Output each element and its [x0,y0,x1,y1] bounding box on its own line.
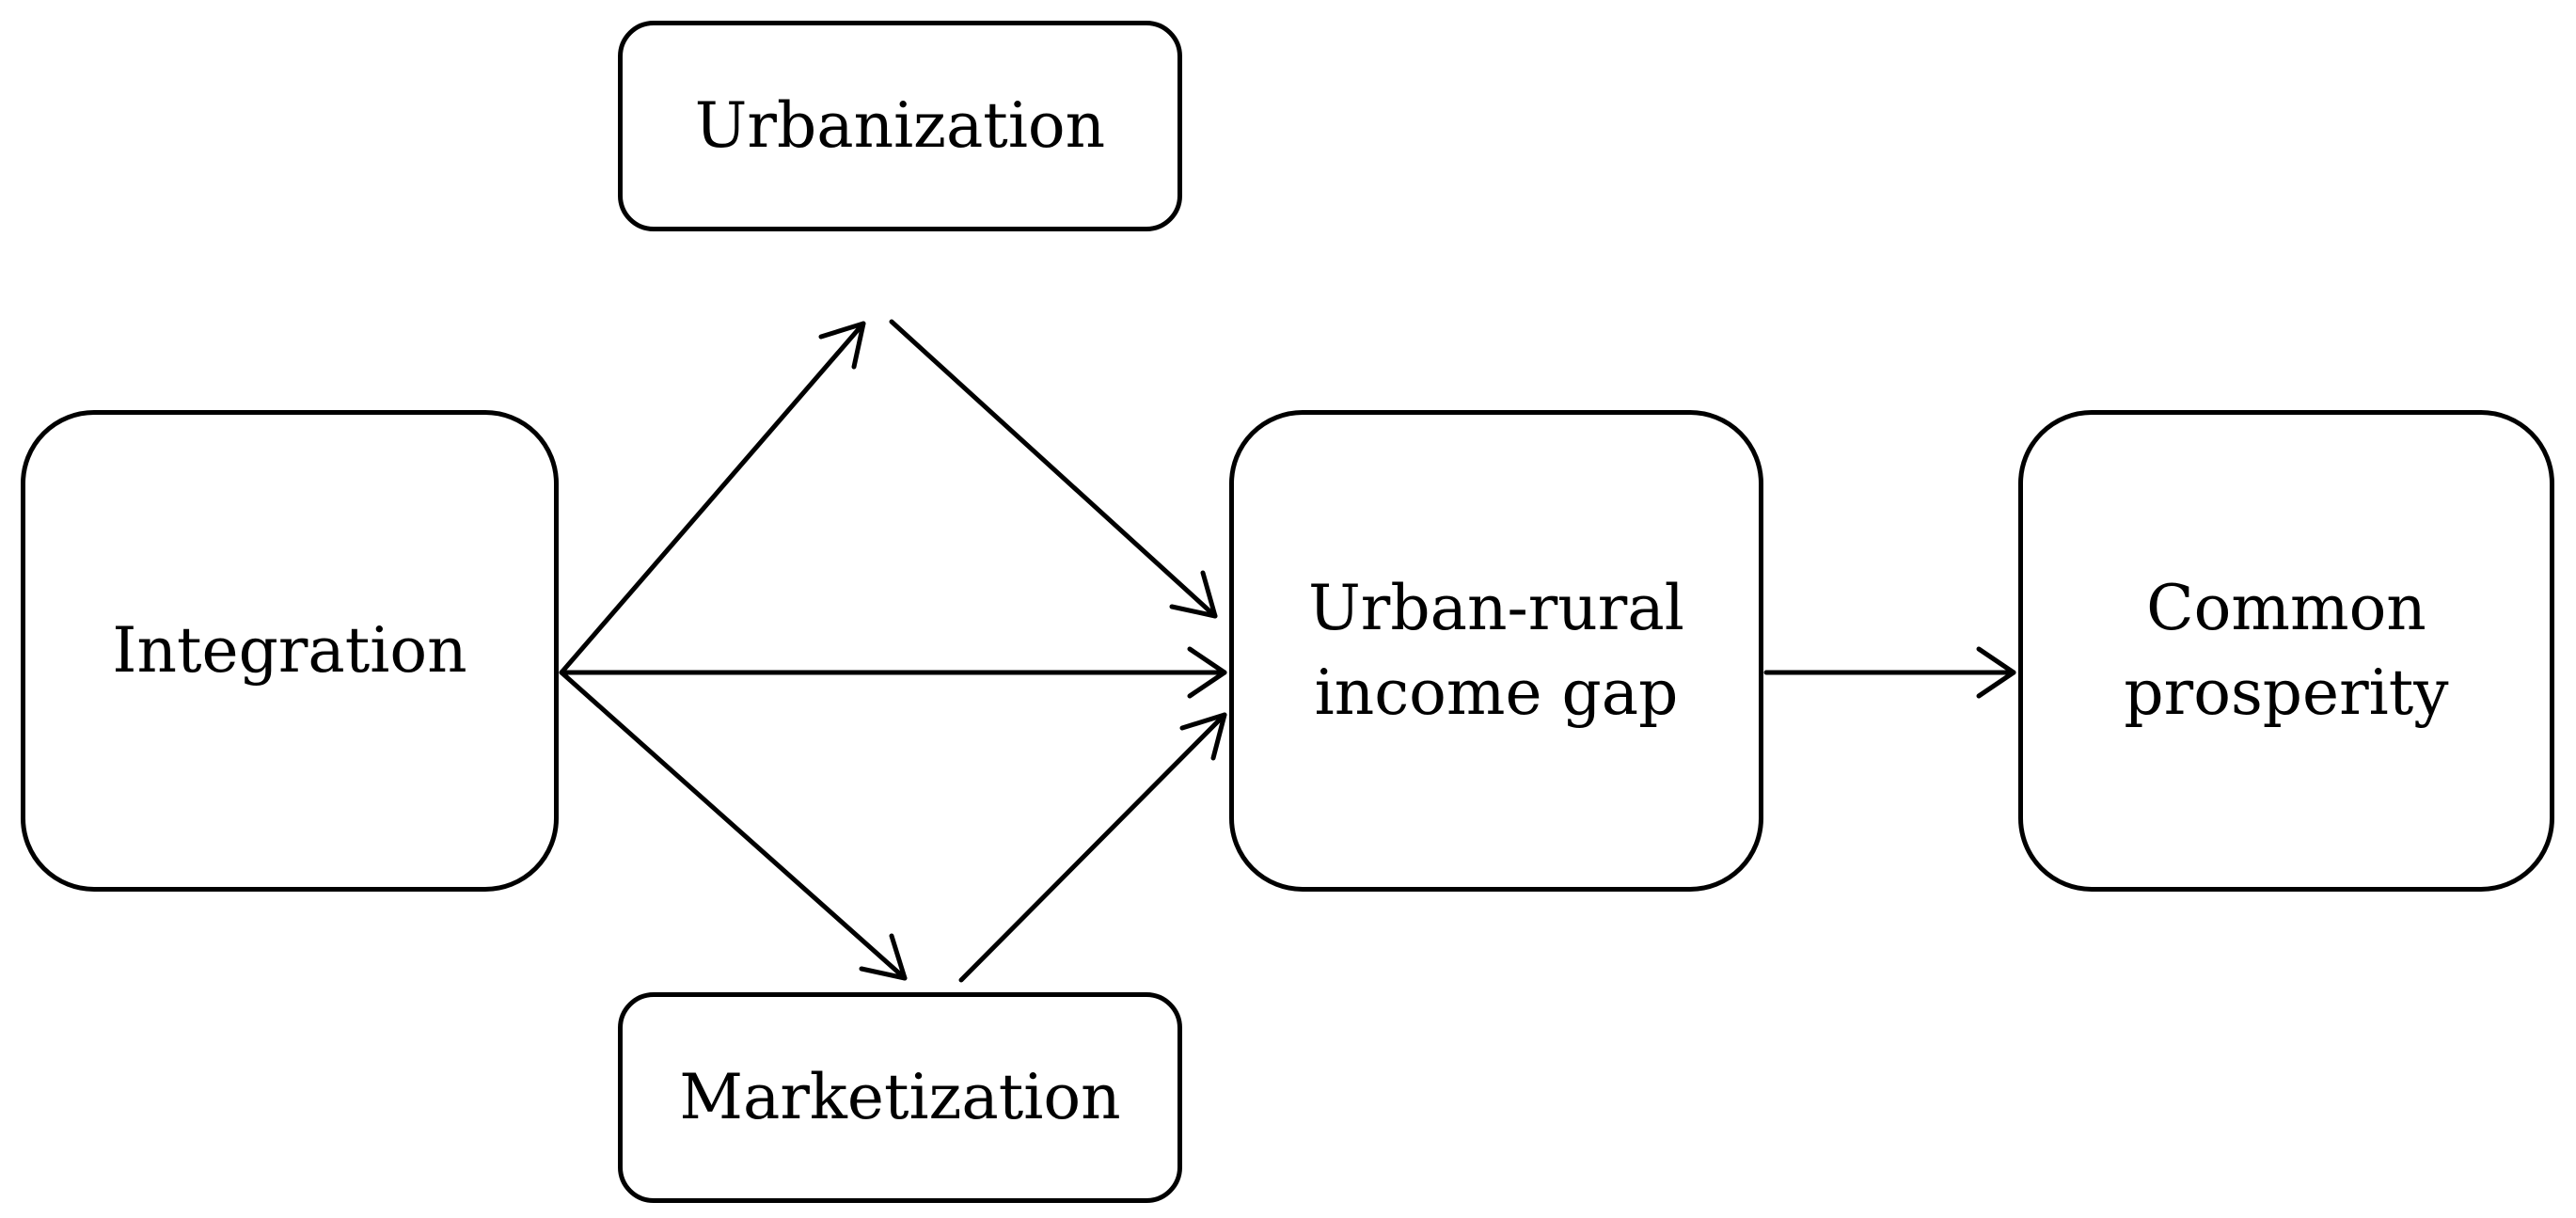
node-marketization-label: Marketization [679,1061,1121,1134]
node-prosperity: Common prosperity [2018,410,2554,892]
node-marketization: Marketization [618,992,1182,1203]
node-prosperity-label: Common prosperity [2124,572,2449,729]
edge-integration-to-income-gap [559,646,1227,699]
node-integration: Integration [21,410,559,892]
node-integration-label: Integration [112,614,467,688]
edge-integration-to-marketization [559,670,908,981]
edge-integration-to-urbanization [559,321,866,675]
node-income-gap-label: Urban-rural income gap [1308,572,1684,729]
node-income-gap: Urban-rural income gap [1229,410,1763,892]
edge-urbanization-to-income-gap [889,319,1218,619]
edge-marketization-to-income-gap [958,712,1227,983]
node-urbanization: Urbanization [618,21,1182,231]
edge-income-gap-to-prosperity [1763,646,2016,699]
node-urbanization-label: Urbanization [694,89,1106,163]
